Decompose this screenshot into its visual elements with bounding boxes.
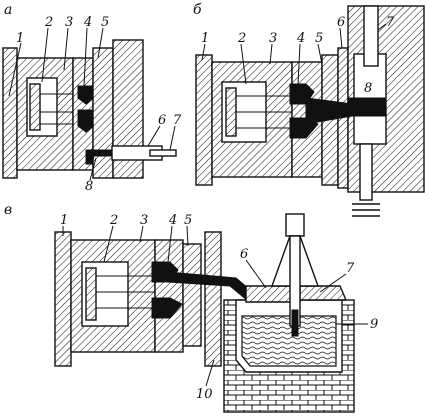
- panel-c-label-6: 6: [240, 247, 248, 262]
- panel-a-letter: а: [4, 2, 12, 18]
- panel-a-casting-upper: [77, 85, 95, 105]
- panel-c-cylinder-head: [285, 213, 305, 237]
- panel-c-ejector-plate: [85, 267, 97, 321]
- panel-b-metal: [347, 97, 387, 117]
- panel-c-label-10: 10: [196, 387, 213, 402]
- panel-b: б 1 2 3 4 5 6 7 8: [193, 2, 425, 217]
- panel-a-label-7: 7: [173, 113, 182, 128]
- panel-c-letter: в: [4, 202, 12, 218]
- panel-b-label-2: 2: [237, 31, 246, 46]
- panel-c-label-1: 1: [60, 213, 68, 228]
- panel-a-ejector-plate: [29, 83, 41, 131]
- panel-b-ejector-plate: [225, 87, 237, 137]
- panel-c-plate-10: [204, 231, 222, 367]
- panel-c-plate-5: [182, 243, 202, 347]
- panel-c-plate: [54, 231, 72, 367]
- panel-c-label-9: 9: [370, 317, 378, 332]
- panel-a-label-8: 8: [85, 179, 93, 194]
- panel-a-label-1: 1: [16, 31, 24, 46]
- panel-c-label-5: 5: [184, 213, 192, 228]
- panel-c-label-2: 2: [109, 213, 118, 228]
- panel-b-plate: [195, 54, 213, 186]
- panel-a-label-4: 4: [83, 15, 92, 30]
- panel-b-label-1: 1: [201, 31, 209, 46]
- panel-c: в 1 2 3 4 5: [4, 202, 378, 413]
- panel-b-label-6: 6: [337, 15, 345, 30]
- panel-a-plunger: [149, 149, 177, 157]
- panel-c-fixed-die: [154, 239, 184, 353]
- panel-c-molten-metal: [241, 315, 337, 367]
- panel-b-lower-rod: [359, 143, 373, 201]
- panel-c-casting-lower: [151, 297, 183, 319]
- panel-a: а 1 2 3 4 5 6 7 8: [2, 2, 182, 194]
- panel-b-plunger: [363, 5, 379, 67]
- panel-b-label-5: 5: [315, 31, 323, 46]
- panel-a-label-5: 5: [101, 15, 109, 30]
- panel-b-label-8: 8: [364, 81, 372, 96]
- panel-b-runner: [305, 97, 353, 125]
- panel-c-label-7: 7: [346, 261, 355, 276]
- panel-a-label-3: 3: [65, 15, 73, 30]
- panel-a-plate: [2, 47, 18, 179]
- panel-b-letter: б: [193, 2, 202, 18]
- panel-a-label-2: 2: [44, 15, 53, 30]
- panel-c-cover-right: [299, 285, 348, 301]
- panel-b-label-3: 3: [269, 31, 277, 46]
- panel-b-label-7: 7: [386, 15, 395, 30]
- panel-c-label-4: 4: [168, 213, 177, 228]
- panel-b-label-4: 4: [296, 31, 305, 46]
- panel-c-plunger-tip: [291, 309, 299, 337]
- panel-c-label-3: 3: [140, 213, 148, 228]
- panel-a-label-6: 6: [158, 113, 166, 128]
- panel-a-casting-lower: [77, 109, 95, 133]
